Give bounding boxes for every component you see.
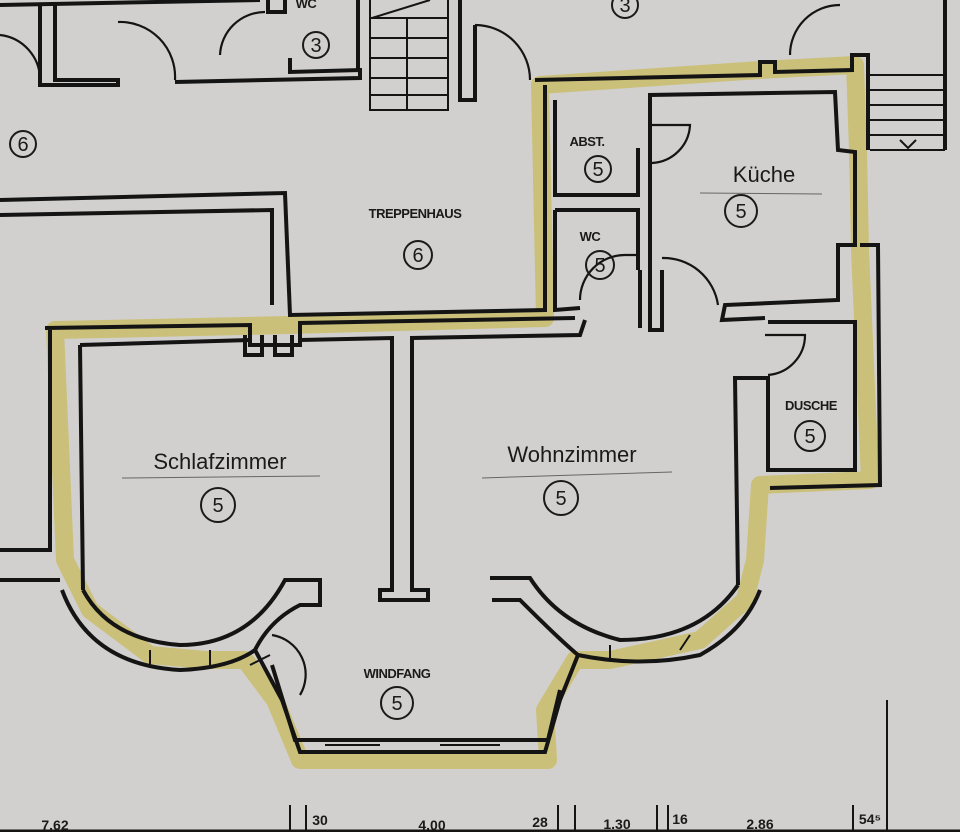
- wohnzimmer-number-circle: [543, 480, 579, 516]
- abst-number-circle: [584, 155, 612, 183]
- dim-28: 28: [532, 814, 548, 830]
- kueche-underline: [699, 192, 823, 195]
- apartment-doors: [271, 123, 807, 696]
- left-hall-number-circle: [9, 130, 37, 158]
- dim-16: 16: [672, 811, 688, 827]
- schlafzimmer-underline: [121, 475, 321, 479]
- unit-3-number-circle: [611, 0, 639, 19]
- dim-54-5: 54⁵: [859, 811, 881, 827]
- treppenhaus-number: 6: [412, 245, 423, 267]
- windfang-number-circle: [380, 686, 414, 720]
- dim-4-00: 4.00: [418, 817, 445, 832]
- abst-number: 5: [592, 159, 603, 181]
- dim-1-30: 1.30: [603, 816, 630, 832]
- dusche-number: 5: [804, 426, 815, 448]
- left-walls: [0, 85, 547, 582]
- dim-2-86: 2.86: [746, 816, 773, 832]
- dim-7-62: 7.62: [41, 817, 68, 832]
- wc-label: WC: [580, 229, 602, 244]
- dusche-number-circle: [794, 420, 826, 452]
- left-hall-number: 6: [17, 134, 28, 156]
- abst-label: ABST.: [569, 134, 604, 149]
- wc-number-circle: [585, 250, 615, 280]
- apartment-highlight: [46, 56, 879, 769]
- apartment-walls: [44, 53, 883, 754]
- windfang-number: 5: [391, 693, 402, 715]
- wc-number: 5: [594, 255, 605, 277]
- treppenhaus-label: TREPPENHAUS: [369, 206, 463, 221]
- wc-top-number: 3: [310, 35, 321, 57]
- treppenhaus-number-circle: [403, 240, 433, 270]
- unit-3-number: 3: [619, 0, 630, 17]
- dimension-line: 7.62 30 4.00 28 1.30 16 2.86 54⁵: [0, 700, 960, 832]
- kueche-number: 5: [735, 201, 746, 223]
- schlafzimmer-number: 5: [212, 495, 223, 517]
- schlafzimmer-number-circle: [200, 487, 236, 523]
- wc-top-number-circle: [302, 31, 330, 59]
- top-doors: [0, 3, 841, 81]
- dusche-label: DUSCHE: [785, 398, 838, 413]
- wohnzimmer-number: 5: [555, 488, 566, 510]
- wohnzimmer-label: Wohnzimmer: [507, 442, 636, 467]
- room-labels: WC 3 3 6 TREPPENHAUS 6 ABST. 5 Küche 5 W…: [9, 0, 838, 720]
- wc-top-label: WC: [296, 0, 318, 11]
- kueche-label: Küche: [733, 162, 795, 187]
- schlafzimmer-label: Schlafzimmer: [153, 449, 286, 474]
- dim-30: 30: [312, 812, 328, 828]
- windfang-label: WINDFANG: [364, 666, 431, 681]
- wohnzimmer-underline: [481, 471, 673, 479]
- kueche-number-circle: [724, 194, 758, 228]
